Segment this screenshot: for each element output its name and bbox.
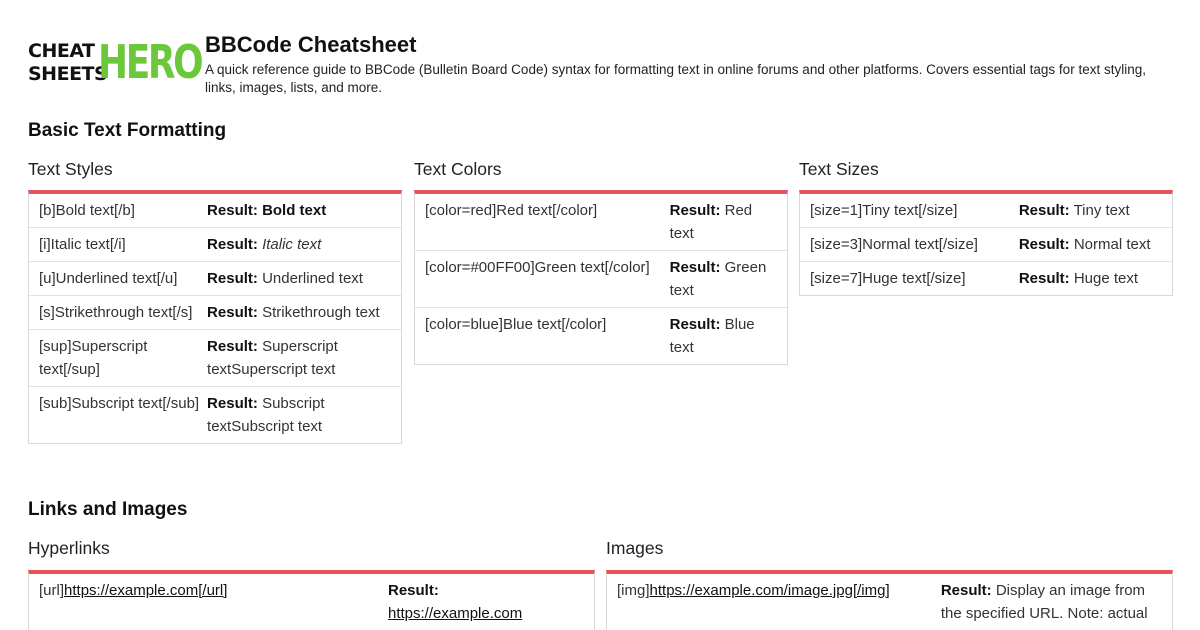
table-row: [sub]Subscript text[/sub] Result: Subscr…: [29, 387, 401, 443]
page-title: BBCode Cheatsheet: [205, 32, 417, 57]
result-cell: Result: Blue text: [670, 313, 777, 359]
code-cell: [sup]Superscript text[/sup]: [39, 338, 148, 378]
result-value: Normal text: [1073, 236, 1151, 253]
card-title-images: Images: [606, 538, 664, 558]
result-cell: Result: Red text: [670, 199, 777, 245]
card-title-text-sizes: Text Sizes: [799, 159, 879, 179]
code-cell: [size=1]Tiny text[/size]: [810, 202, 958, 219]
result-value: Superscript textSuperscript text: [207, 338, 338, 378]
table-row: [size=7]Huge text[/size] Result: Huge te…: [800, 262, 1172, 295]
result-value: Blue text: [669, 316, 755, 356]
result-cell: Result: Normal text: [1019, 233, 1162, 256]
result-label: Result:: [207, 236, 258, 253]
result-value: Red text: [669, 202, 753, 242]
result-cell: Result: https://example.com: [388, 579, 568, 625]
table-row: [color=red]Red text[/color] Result: Red …: [415, 194, 787, 251]
result-label: Result:: [207, 202, 258, 219]
section-title-basic-formatting: Basic Text Formatting: [28, 120, 227, 141]
code-cell: [size=3]Normal text[/size]: [810, 236, 978, 253]
result-cell: Result: Bold text: [207, 199, 391, 222]
code-cell: [url]https://example.com[/url]: [39, 579, 388, 625]
result-cell: Result: Underlined text: [207, 267, 391, 290]
result-label: Result:: [207, 338, 258, 355]
card-title-hyperlinks: Hyperlinks: [28, 538, 110, 558]
result-label: Result:: [940, 582, 992, 599]
result-label: Result:: [207, 270, 258, 287]
table-row: [color=blue]Blue text[/color] Result: Bl…: [415, 308, 787, 364]
result-label: Result:: [1018, 236, 1070, 253]
result-value: Green text: [669, 259, 767, 299]
result-label: Result:: [1018, 202, 1070, 219]
code-open-tag: [img]: [617, 582, 650, 599]
result-value: Strikethrough text: [262, 304, 380, 321]
result-cell: Result: Superscript textSuperscript text: [207, 335, 391, 381]
result-label: Result:: [207, 395, 258, 412]
table-row: [i]Italic text[/i] Result: Italic text: [29, 228, 401, 262]
logo-hero-word: HERO: [98, 35, 204, 89]
result-label: Result:: [669, 202, 721, 219]
page-header: CHEAT SHEETS HERO BBCode Cheatsheet A qu…: [28, 32, 1173, 98]
result-cell: Result: Subscript textSubscript text: [207, 392, 391, 438]
result-label: Result:: [669, 259, 721, 276]
result-cell: Result: Display an image from the specif…: [941, 579, 1162, 625]
text-sizes-card: [size=1]Tiny text[/size] Result: Tiny te…: [799, 190, 1173, 296]
text-colors-card: [color=red]Red text[/color] Result: Red …: [414, 190, 788, 365]
table-row: [size=1]Tiny text[/size] Result: Tiny te…: [800, 194, 1172, 228]
code-cell: [i]Italic text[/i]: [39, 236, 126, 253]
result-label: Result:: [669, 316, 721, 333]
result-cell: Result: Tiny text: [1019, 199, 1162, 222]
result-cell: Result: Green text: [670, 256, 777, 302]
code-cell: [color=#00FF00]Green text[/color]: [425, 259, 650, 276]
code-cell: [img]https://example.com/image.jpg[/img]: [617, 579, 941, 625]
result-cell: Result: Strikethrough text: [207, 301, 391, 324]
result-value: Tiny text: [1073, 202, 1130, 219]
code-link[interactable]: https://example.com[/url]: [64, 582, 228, 599]
table-row: [size=3]Normal text[/size] Result: Norma…: [800, 228, 1172, 262]
code-cell: [color=red]Red text[/color]: [425, 202, 598, 219]
result-label: Result:: [1018, 270, 1070, 287]
table-row: [url]https://example.com[/url] Result: ht…: [29, 574, 594, 630]
code-cell: [s]Strikethrough text[/s]: [39, 304, 193, 321]
result-value: Display an image from the specified URL.…: [940, 582, 1148, 622]
images-card: [img]https://example.com/image.jpg[/img]…: [606, 570, 1173, 630]
result-link[interactable]: https://example.com: [388, 605, 523, 622]
code-open-tag: [url]: [39, 582, 65, 599]
table-row: [img]https://example.com/image.jpg[/img]…: [607, 574, 1172, 630]
table-row: [u]Underlined text[/u] Result: Underline…: [29, 262, 401, 296]
code-cell: [u]Underlined text[/u]: [39, 270, 178, 287]
card-title-text-colors: Text Colors: [414, 159, 502, 179]
table-row: [s]Strikethrough text[/s] Result: Strike…: [29, 296, 401, 330]
cheatsheets-hero-logo[interactable]: CHEAT SHEETS HERO: [28, 36, 204, 88]
logo-bottom-word: SHEETS: [28, 63, 108, 85]
code-cell: [sub]Subscript text[/sub]: [39, 395, 200, 412]
section-title-links-images: Links and Images: [28, 499, 188, 520]
hyperlinks-card: [url]https://example.com[/url] Result: ht…: [28, 570, 595, 630]
logo-text: CHEAT SHEETS: [28, 40, 108, 86]
code-link[interactable]: https://example.com/image.jpg[/img]: [649, 582, 890, 599]
result-cell: Result: Italic text: [207, 233, 391, 256]
result-cell: Result: Huge text: [1019, 267, 1162, 290]
result-label: Result:: [207, 304, 258, 321]
result-value: Subscript textSubscript text: [207, 395, 325, 435]
code-cell: [size=7]Huge text[/size]: [810, 270, 966, 287]
card-title-text-styles: Text Styles: [28, 159, 113, 179]
result-label: Result:: [388, 582, 439, 599]
result-value: Huge text: [1073, 270, 1139, 287]
text-styles-card: [b]Bold text[/b] Result: Bold text [i]It…: [28, 190, 402, 444]
table-row: [color=#00FF00]Green text[/color] Result…: [415, 251, 787, 308]
result-value: Bold text: [262, 202, 327, 219]
result-value: Underlined text: [262, 270, 363, 287]
table-row: [b]Bold text[/b] Result: Bold text: [29, 194, 401, 228]
logo-top-word: CHEAT: [28, 40, 95, 62]
result-value: Italic text: [262, 236, 322, 253]
code-cell: [color=blue]Blue text[/color]: [425, 316, 607, 333]
page-description: A quick reference guide to BBCode (Bulle…: [205, 62, 1146, 95]
code-cell: [b]Bold text[/b]: [39, 202, 135, 219]
table-row: [sup]Superscript text[/sup] Result: Supe…: [29, 330, 401, 387]
